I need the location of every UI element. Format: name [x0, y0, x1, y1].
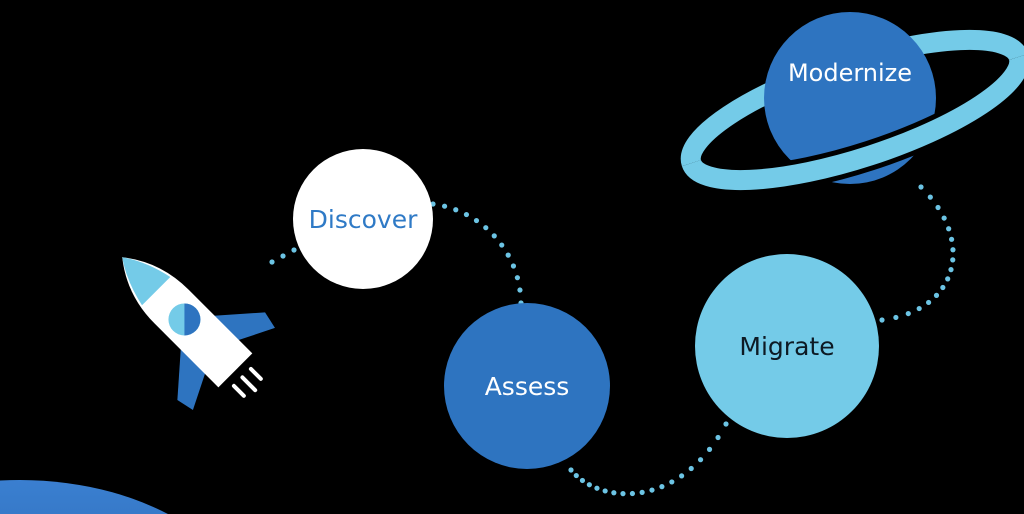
- path-dot: [950, 257, 956, 263]
- path-dot: [659, 484, 665, 490]
- path-dot: [697, 457, 704, 463]
- path-dot: [639, 489, 645, 495]
- rocket-icon: [122, 257, 275, 410]
- path-dot: [679, 473, 685, 479]
- path-dot: [491, 233, 497, 239]
- path-dot: [948, 236, 955, 242]
- path-dot: [935, 204, 941, 211]
- path-dot: [879, 317, 885, 323]
- path-dot: [517, 287, 523, 293]
- stage-label-migrate: Migrate: [739, 332, 834, 361]
- planet-ringed-icon: Modernize: [677, 12, 1024, 196]
- path-dot: [925, 299, 932, 306]
- path-dot: [510, 263, 517, 269]
- earth-horizon: [0, 480, 168, 514]
- path-dot: [586, 482, 592, 488]
- stage-migrate: Migrate: [695, 254, 879, 438]
- path-dot: [463, 211, 470, 218]
- path-dot: [269, 259, 275, 265]
- path-dot: [688, 465, 694, 472]
- path-dot: [473, 217, 480, 224]
- path-dot: [945, 276, 951, 282]
- path-dot: [715, 434, 721, 441]
- path-dot: [905, 310, 911, 317]
- path-dot: [280, 253, 286, 259]
- path-dot: [940, 284, 946, 291]
- path-dot: [483, 225, 489, 231]
- path-dot: [933, 292, 940, 298]
- path-dot: [573, 472, 579, 479]
- path-dot: [602, 488, 608, 494]
- stage-discover: Discover: [293, 149, 433, 289]
- path-dot: [649, 487, 655, 493]
- path-dot: [927, 194, 933, 200]
- path-dot: [916, 305, 922, 312]
- path-dot: [430, 201, 436, 207]
- path-dot: [948, 267, 954, 273]
- path-dot: [620, 491, 626, 497]
- path-dot: [499, 242, 505, 248]
- path-dot: [918, 184, 924, 190]
- stage-assess: Assess: [444, 303, 610, 469]
- path-dot: [941, 215, 947, 221]
- path-dot: [946, 226, 952, 232]
- stage-label-discover: Discover: [309, 205, 418, 234]
- path-dot: [893, 314, 899, 321]
- path-dot: [594, 485, 600, 491]
- dotted-path: [269, 184, 956, 497]
- path-dot: [950, 247, 956, 253]
- path-dot: [579, 477, 586, 484]
- stage-label-assess: Assess: [485, 372, 570, 401]
- path-dot: [505, 252, 511, 258]
- path-dot: [568, 467, 574, 473]
- path-dot: [629, 490, 636, 497]
- path-dot: [514, 275, 520, 281]
- path-dot: [611, 490, 617, 496]
- stage-label-modernize: Modernize: [788, 59, 912, 87]
- path-dot: [441, 203, 448, 209]
- path-dot: [669, 479, 675, 485]
- path-dot: [706, 446, 713, 452]
- path-dot: [291, 247, 297, 253]
- path-dot: [453, 207, 459, 213]
- path-dot: [723, 421, 729, 427]
